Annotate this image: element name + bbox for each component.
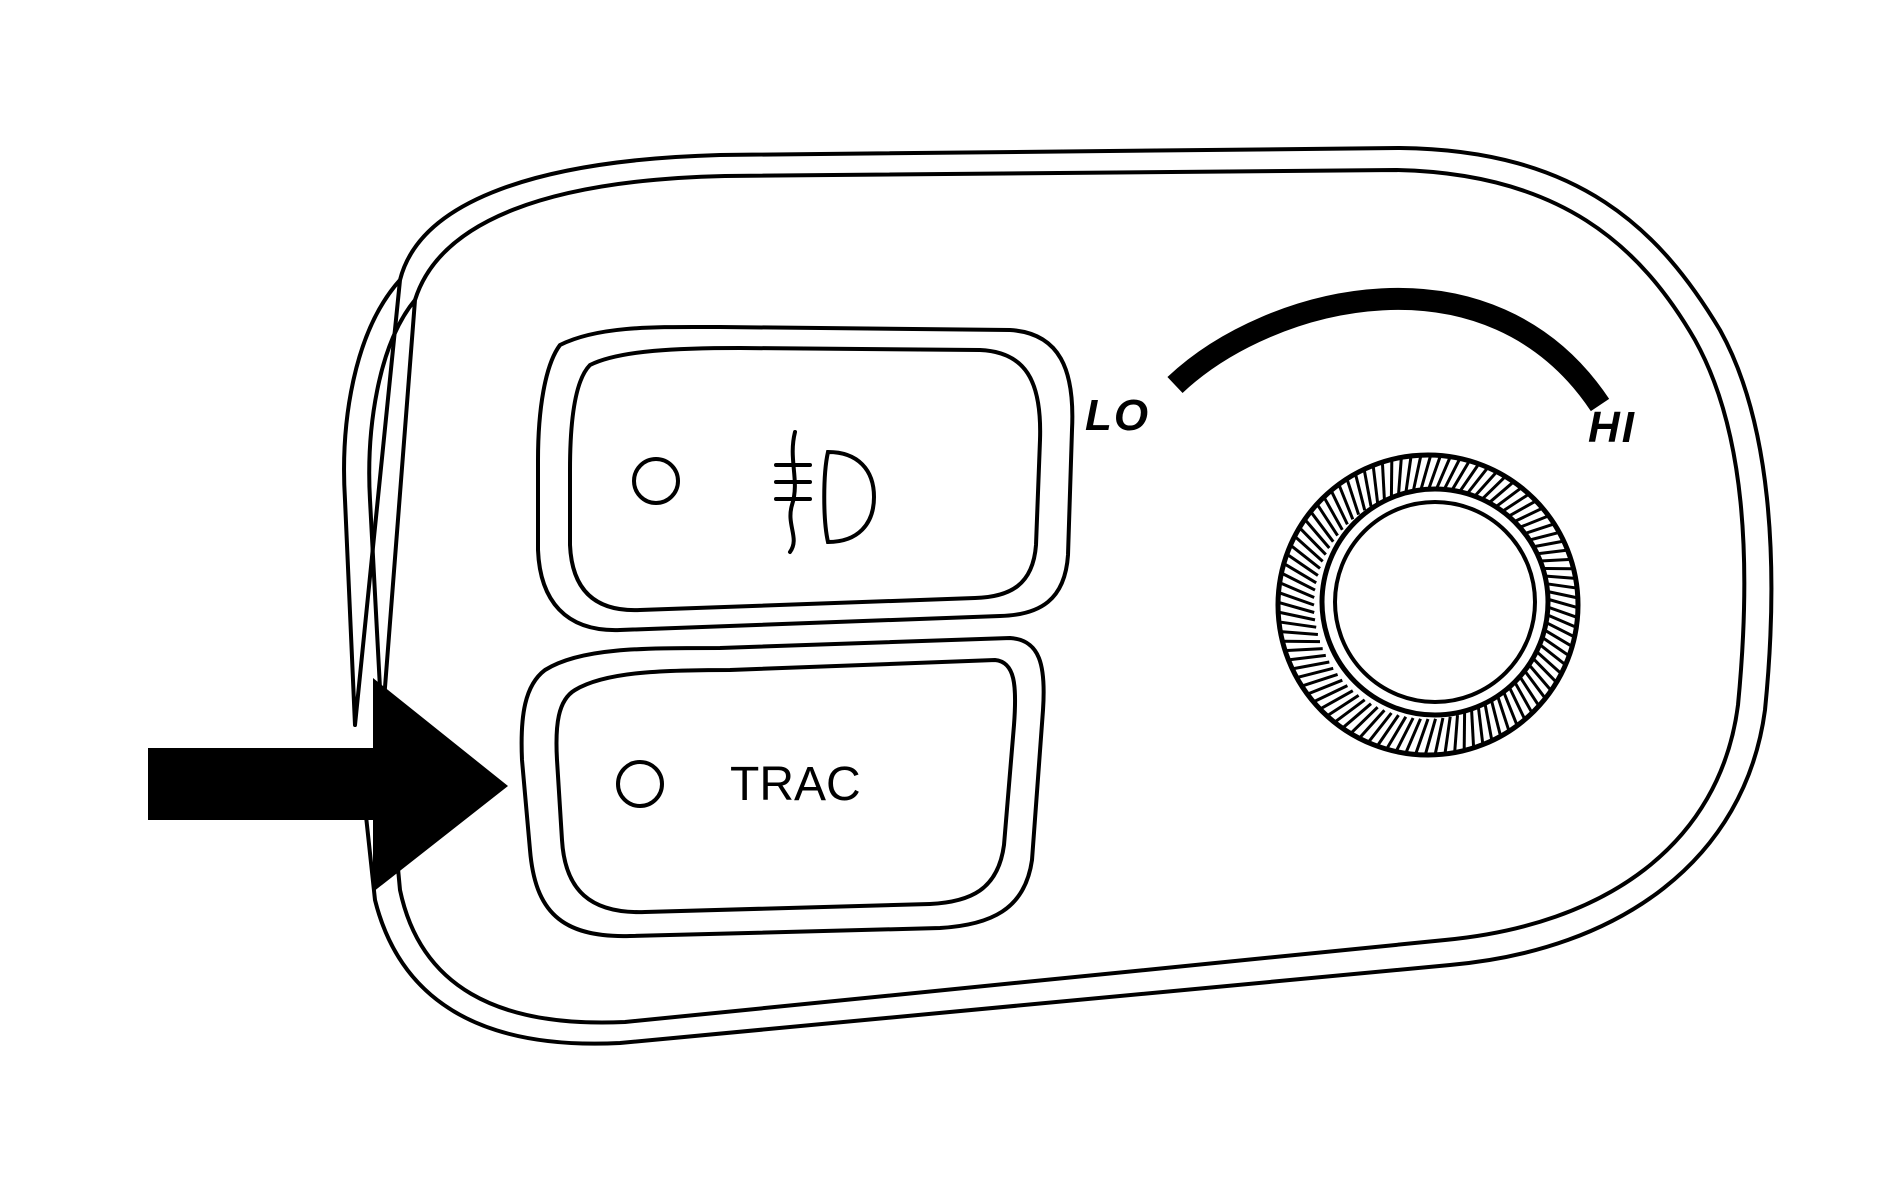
indicator-light-icon: [616, 760, 664, 808]
knurled-knob-icon[interactable]: [1275, 452, 1581, 758]
knurl-tick: [1284, 563, 1317, 585]
pointer-arrow-icon: [148, 678, 508, 892]
panel-bezel: [342, 146, 1774, 1046]
fog-lamp-switch[interactable]: [536, 324, 1075, 633]
knurl-tick: [1470, 710, 1475, 746]
knurl-tick: [1321, 689, 1354, 710]
knurl-tick: [1290, 653, 1326, 662]
knurl-tick: [1521, 667, 1546, 698]
trac-switch[interactable]: TRAC: [519, 636, 1046, 939]
knurl-tick: [1443, 716, 1452, 753]
knurl-tick: [1316, 504, 1339, 537]
dimmer-scale: LO HI: [1085, 287, 1636, 452]
knurl-tick: [1327, 694, 1360, 717]
knurl-tick: [1282, 630, 1319, 636]
knurl-tick: [1501, 690, 1518, 725]
knurl-tick: [1351, 706, 1379, 734]
knurl-tick: [1368, 712, 1393, 742]
knurl-tick: [1411, 456, 1422, 493]
knurl-tick: [1346, 480, 1361, 516]
knurl-tick: [1483, 703, 1493, 739]
knurl-tick: [1282, 572, 1316, 592]
knurl-tick: [1295, 536, 1324, 563]
knurl-tick: [1386, 716, 1408, 749]
knurl-tick: [1405, 718, 1422, 752]
knurl-tick: [1323, 498, 1344, 531]
knurl-tick: [1434, 458, 1451, 492]
knurl-tick: [1363, 471, 1373, 507]
knurl-tick: [1424, 718, 1437, 754]
knurl-tick: [1294, 660, 1330, 670]
knurl-tick: [1287, 647, 1323, 652]
knurl-tick: [1305, 520, 1331, 549]
knurl-tick: [1310, 512, 1335, 543]
knurl-tick: [1354, 475, 1367, 511]
knurl-tick: [1507, 684, 1526, 719]
knurl-tick: [1359, 709, 1386, 738]
knurl-tick: [1397, 459, 1403, 496]
knurl-tick: [1280, 591, 1315, 607]
hi-label: HI: [1588, 403, 1636, 452]
knurl-tick: [1377, 714, 1400, 746]
knurl-tick: [1291, 545, 1321, 570]
knurl-tick: [1426, 457, 1442, 492]
knurl-tick: [1287, 554, 1319, 577]
knurl-tick: [1476, 707, 1485, 743]
knurl-tick: [1371, 467, 1380, 503]
knurl-tick: [1414, 718, 1430, 753]
knurl-tick: [1335, 698, 1366, 723]
knurl-tick: [1441, 459, 1461, 493]
knurl-tick: [1308, 678, 1343, 695]
knurl-tick: [1330, 491, 1349, 526]
knurl-tick: [1381, 464, 1386, 500]
knurl-tick: [1279, 601, 1315, 614]
knurl-tick: [1303, 672, 1339, 687]
knurl-tick: [1299, 528, 1327, 556]
knurl-tick: [1489, 699, 1502, 735]
knurl-tick: [1338, 485, 1355, 520]
fog-lamp-icon: [774, 430, 877, 554]
knurl-tick: [1434, 717, 1445, 754]
knurl-tick: [1281, 582, 1315, 599]
knurl-tick: [1453, 714, 1459, 751]
lo-label: LO: [1085, 391, 1150, 440]
knurl-tick: [1279, 611, 1316, 622]
knurl-tick: [1395, 717, 1415, 751]
knurl-tick: [1298, 666, 1334, 679]
knurl-tick: [1512, 679, 1533, 712]
indicator-light-icon: [632, 457, 680, 505]
knurl-tick: [1280, 620, 1317, 629]
knurl-tick: [1495, 694, 1510, 730]
knurl-tick: [1314, 684, 1349, 703]
trac-label: TRAC: [730, 758, 861, 811]
knurl-tick: [1404, 457, 1413, 494]
knurl-tick: [1517, 673, 1540, 706]
knurl-tick: [1419, 456, 1432, 492]
knurl-tick: [1343, 702, 1372, 728]
